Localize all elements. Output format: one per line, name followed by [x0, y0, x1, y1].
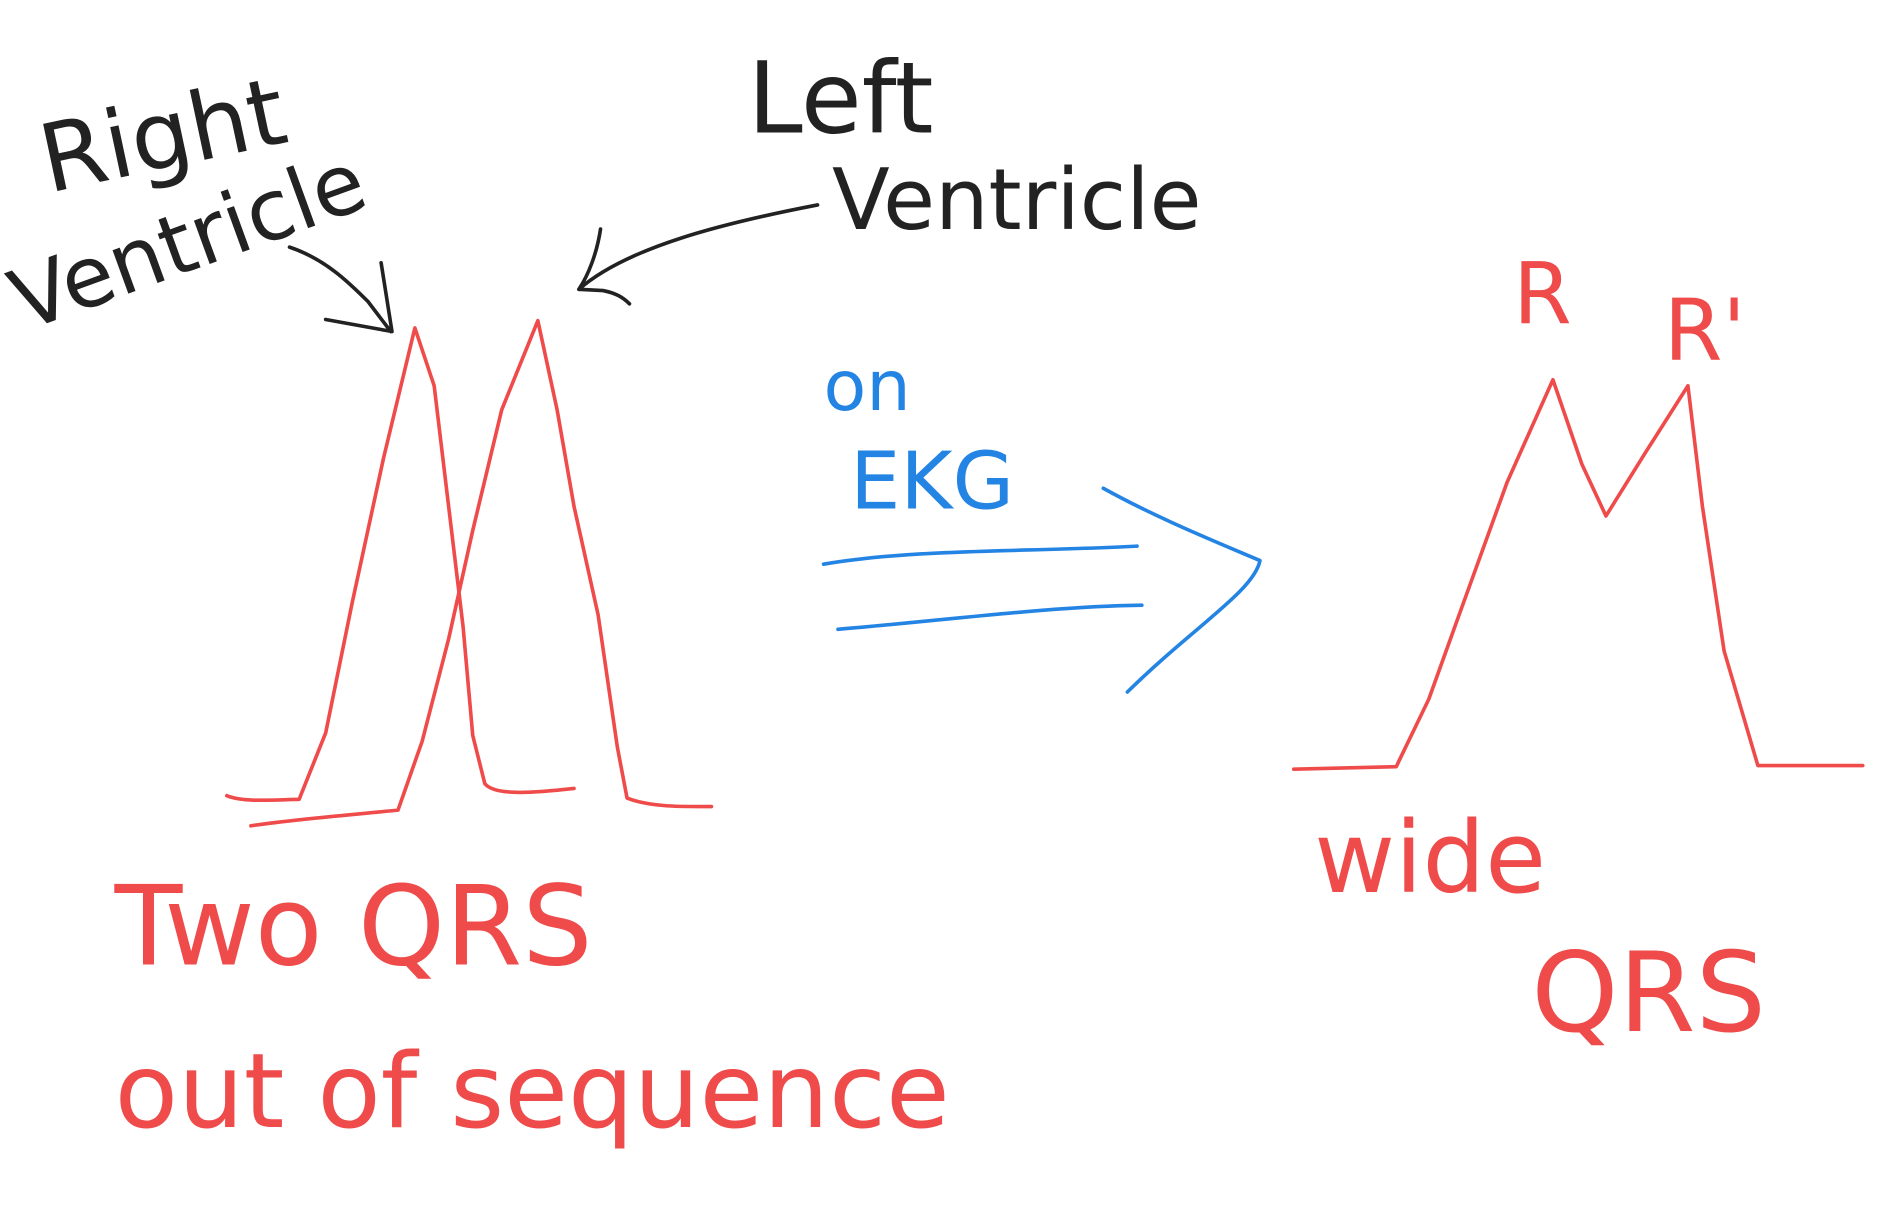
ekg-label: EKG	[850, 435, 1014, 528]
right-ventricle-arrow	[287, 245, 394, 334]
qrs-label: QRS	[1531, 929, 1766, 1058]
right-ventricle-qrs-wave	[224, 326, 576, 803]
two-qrs-label: Two QRS	[114, 862, 593, 991]
wide-qrs-wave	[1291, 377, 1865, 771]
left-label: Left	[748, 42, 934, 157]
wide-label: wide	[1314, 801, 1546, 916]
left-ventricle-label: Left Ventricle	[748, 42, 1202, 249]
r-peak-label: R	[1513, 245, 1572, 343]
ventricle-label-left: Ventricle	[832, 151, 1202, 249]
left-ventricle-qrs-wave	[249, 318, 714, 828]
left-ventricle-arrow	[577, 203, 820, 306]
on-ekg-label: on EKG	[824, 346, 1015, 528]
out-of-sequence-label: out of sequence	[115, 1032, 950, 1152]
right-arrow-icon	[821, 486, 1262, 694]
on-label: on	[824, 346, 911, 427]
r-prime-peak-label: R'	[1664, 281, 1746, 379]
right-ventricle-label: Right Ventricle	[0, 57, 378, 350]
